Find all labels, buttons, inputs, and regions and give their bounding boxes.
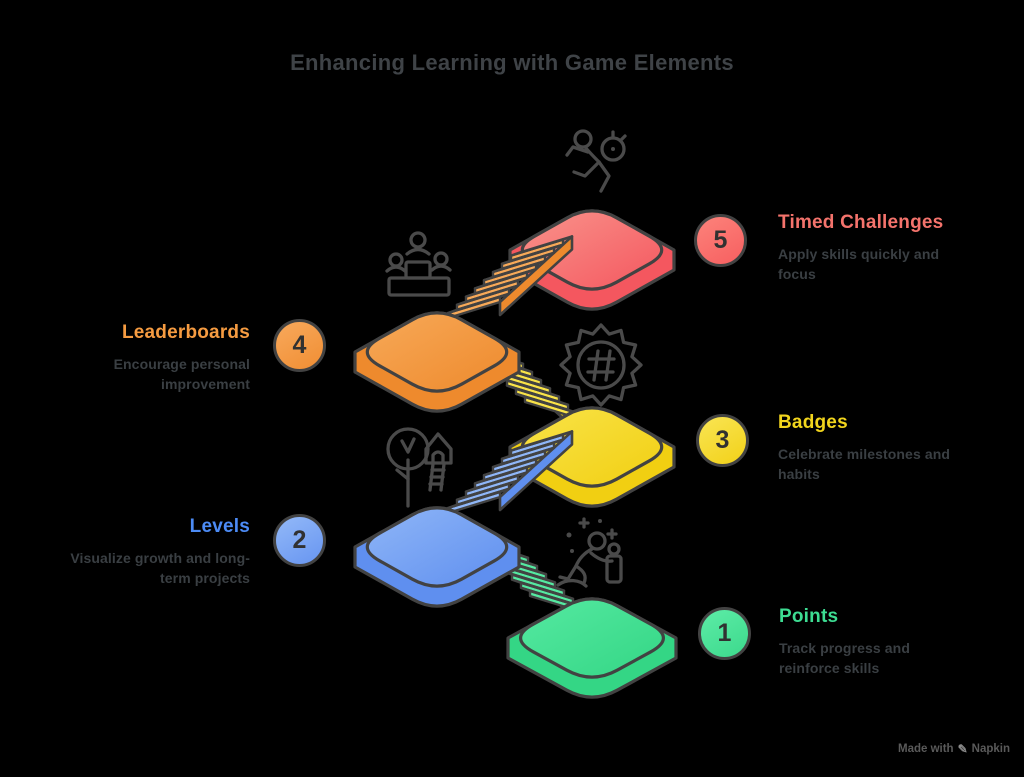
step-4-badge: 4 <box>273 319 326 372</box>
watermark-prefix: Made with <box>898 743 954 755</box>
stairs-leaderboards-to-timed-challenges <box>446 235 574 320</box>
treehouse-icon <box>386 427 453 508</box>
runner-stopwatch-icon <box>565 129 627 193</box>
watermark: Made with ✎ Napkin <box>898 742 1010 756</box>
item-desc-badges: Celebrate milestones and habits <box>778 446 951 482</box>
item-desc-points: Track progress and reinforce skills <box>779 640 910 676</box>
person-collecting-icon <box>556 517 623 588</box>
item-title-leaderboards: Leaderboards <box>121 322 250 343</box>
item-points: Points Track progress and reinforce skil… <box>779 606 984 678</box>
napkin-logo-icon: ✎ <box>957 742 968 756</box>
podium-icon <box>385 231 452 297</box>
platform-timed-challenges <box>508 209 676 311</box>
item-title-badges: Badges <box>778 412 848 433</box>
item-desc-timed-challenges: Apply skills quickly and focus <box>778 246 940 282</box>
step-2-badge: 2 <box>273 514 326 567</box>
item-title-points: Points <box>779 606 839 627</box>
watermark-brand: Napkin <box>971 743 1010 755</box>
step-5-badge: 5 <box>694 214 747 267</box>
stairs-levels-to-badges <box>446 430 574 515</box>
item-badges: Badges Celebrate milestones and habits <box>778 412 983 484</box>
step-3-badge: 3 <box>696 414 749 467</box>
item-timed-challenges: Timed Challenges Apply skills quickly an… <box>778 212 983 284</box>
step-1-badge: 1 <box>698 607 751 660</box>
item-desc-leaderboards: Encourage personal improvement <box>113 356 250 392</box>
item-desc-levels: Visualize growth and long- term projects <box>70 550 250 586</box>
platform-leaderboards <box>353 311 521 413</box>
item-levels: Levels Visualize growth and long- term p… <box>40 516 250 588</box>
item-leaderboards: Leaderboards Encourage personal improvem… <box>40 322 250 394</box>
platform-points <box>506 597 678 699</box>
badge-icon <box>559 323 643 407</box>
item-title-timed-challenges: Timed Challenges <box>778 212 944 233</box>
page-title: Enhancing Learning with Game Elements <box>290 50 734 75</box>
platform-levels <box>353 506 521 608</box>
item-title-levels: Levels <box>189 516 250 537</box>
